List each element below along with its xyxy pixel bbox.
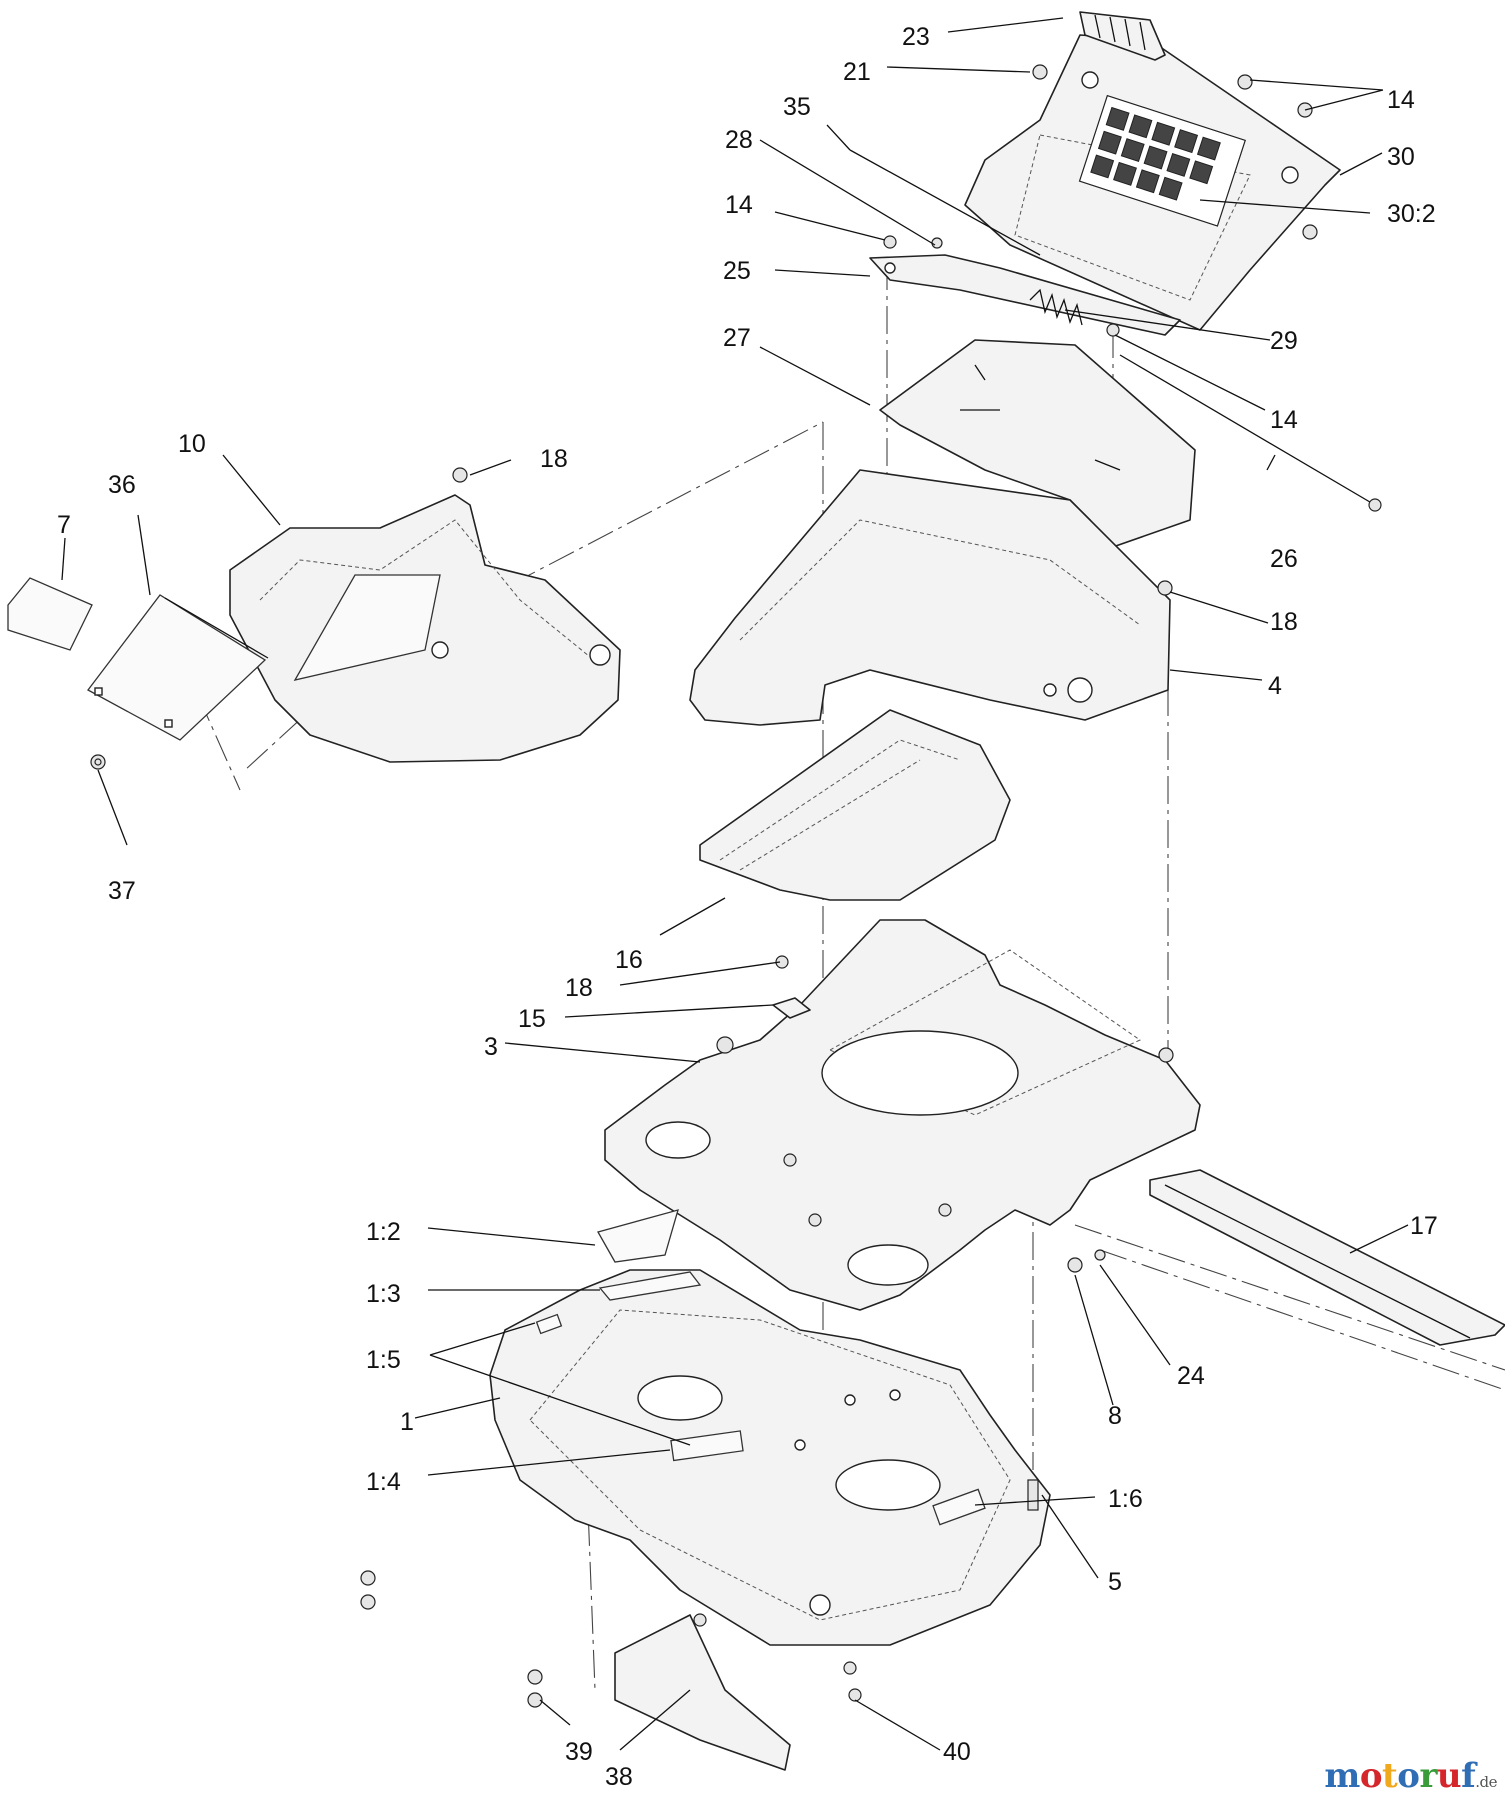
rail-17 — [1149, 1169, 1505, 1346]
decal-7 — [7, 577, 93, 651]
callout-1-2: 1:2 — [366, 1218, 401, 1246]
rod-26 — [1119, 354, 1376, 506]
leader-lines — [61, 17, 1409, 1751]
bracket-38 — [614, 1614, 791, 1771]
chute-16 — [699, 709, 1011, 901]
callout-3: 3 — [484, 1033, 498, 1061]
callout-30-2: 30:2 — [1387, 200, 1436, 228]
callout-4: 4 — [1268, 672, 1282, 700]
watermark-letters: motoruf — [1324, 1756, 1475, 1796]
rod-26-end — [1368, 498, 1382, 512]
callout-1-6: 1:6 — [1108, 1485, 1143, 1513]
callout-30: 30 — [1387, 143, 1415, 171]
bracket-15 — [772, 997, 811, 1019]
spring-29 — [1029, 288, 1083, 326]
watermark-letter: m — [1324, 1756, 1360, 1796]
rod-35 — [849, 149, 1041, 256]
decal-1-4 — [535, 1313, 563, 1335]
callout-35: 35 — [783, 93, 811, 121]
callout-14: 14 — [725, 191, 753, 219]
decal-1-3 — [598, 1271, 702, 1301]
watermark-letter: o — [1397, 1756, 1420, 1796]
cover-10 — [229, 494, 621, 763]
callout-1-5: 1:5 — [366, 1346, 401, 1374]
watermark-letter: f — [1461, 1756, 1476, 1796]
callout-10: 10 — [178, 430, 206, 458]
callout-36: 36 — [108, 471, 136, 499]
console-4 — [689, 469, 1171, 726]
watermark-letter: t — [1382, 1756, 1398, 1796]
knob-37 — [90, 754, 106, 770]
decal-1-5 — [670, 1430, 744, 1462]
hardware — [360, 64, 1318, 1708]
callout-18: 18 — [565, 974, 593, 1002]
callout-1: 1 — [400, 1408, 414, 1436]
callout-7: 7 — [57, 511, 71, 539]
callout-1-3: 1:3 — [366, 1280, 401, 1308]
frame-3 — [604, 919, 1201, 1311]
control-panel-30 — [964, 34, 1341, 331]
callout-18: 18 — [540, 445, 568, 473]
watermark-letter: r — [1419, 1756, 1437, 1796]
callout-21: 21 — [843, 58, 871, 86]
callout-40: 40 — [943, 1738, 971, 1766]
callout-1-4: 1:4 — [366, 1468, 401, 1496]
watermark-tld: .de — [1475, 1773, 1497, 1791]
screen-36 — [87, 594, 269, 741]
callout-5: 5 — [1108, 1568, 1122, 1596]
decal-1-2 — [597, 1209, 679, 1263]
callout-28: 28 — [725, 126, 753, 154]
decal-1-6 — [932, 1488, 986, 1526]
watermark-letter: o — [1359, 1756, 1383, 1796]
callout-37: 37 — [108, 877, 136, 905]
callout-17: 17 — [1410, 1212, 1438, 1240]
watermark-logo: motoruf.de — [1324, 1756, 1497, 1796]
callout-8: 8 — [1108, 1402, 1122, 1430]
callout-numbers: 23 21 14 35 30 28 30:2 14 25 29 27 14 10… — [57, 23, 1438, 1791]
deck-1 — [489, 1269, 1051, 1646]
callout-39: 39 — [565, 1738, 593, 1766]
callout-38: 38 — [605, 1763, 633, 1791]
callout-18: 18 — [1270, 608, 1298, 636]
watermark-letter: u — [1436, 1756, 1462, 1796]
callout-14: 14 — [1387, 86, 1415, 114]
callout-24: 24 — [1177, 1362, 1205, 1390]
grip-23 — [1079, 11, 1166, 61]
callout-29: 29 — [1270, 327, 1298, 355]
callout-27: 27 — [723, 324, 751, 352]
callout-14: 14 — [1270, 406, 1298, 434]
callout-16: 16 — [615, 946, 643, 974]
callout-23: 23 — [902, 23, 930, 51]
callout-15: 15 — [518, 1005, 546, 1033]
callout-25: 25 — [723, 257, 751, 285]
callout-26: 26 — [1270, 545, 1298, 573]
